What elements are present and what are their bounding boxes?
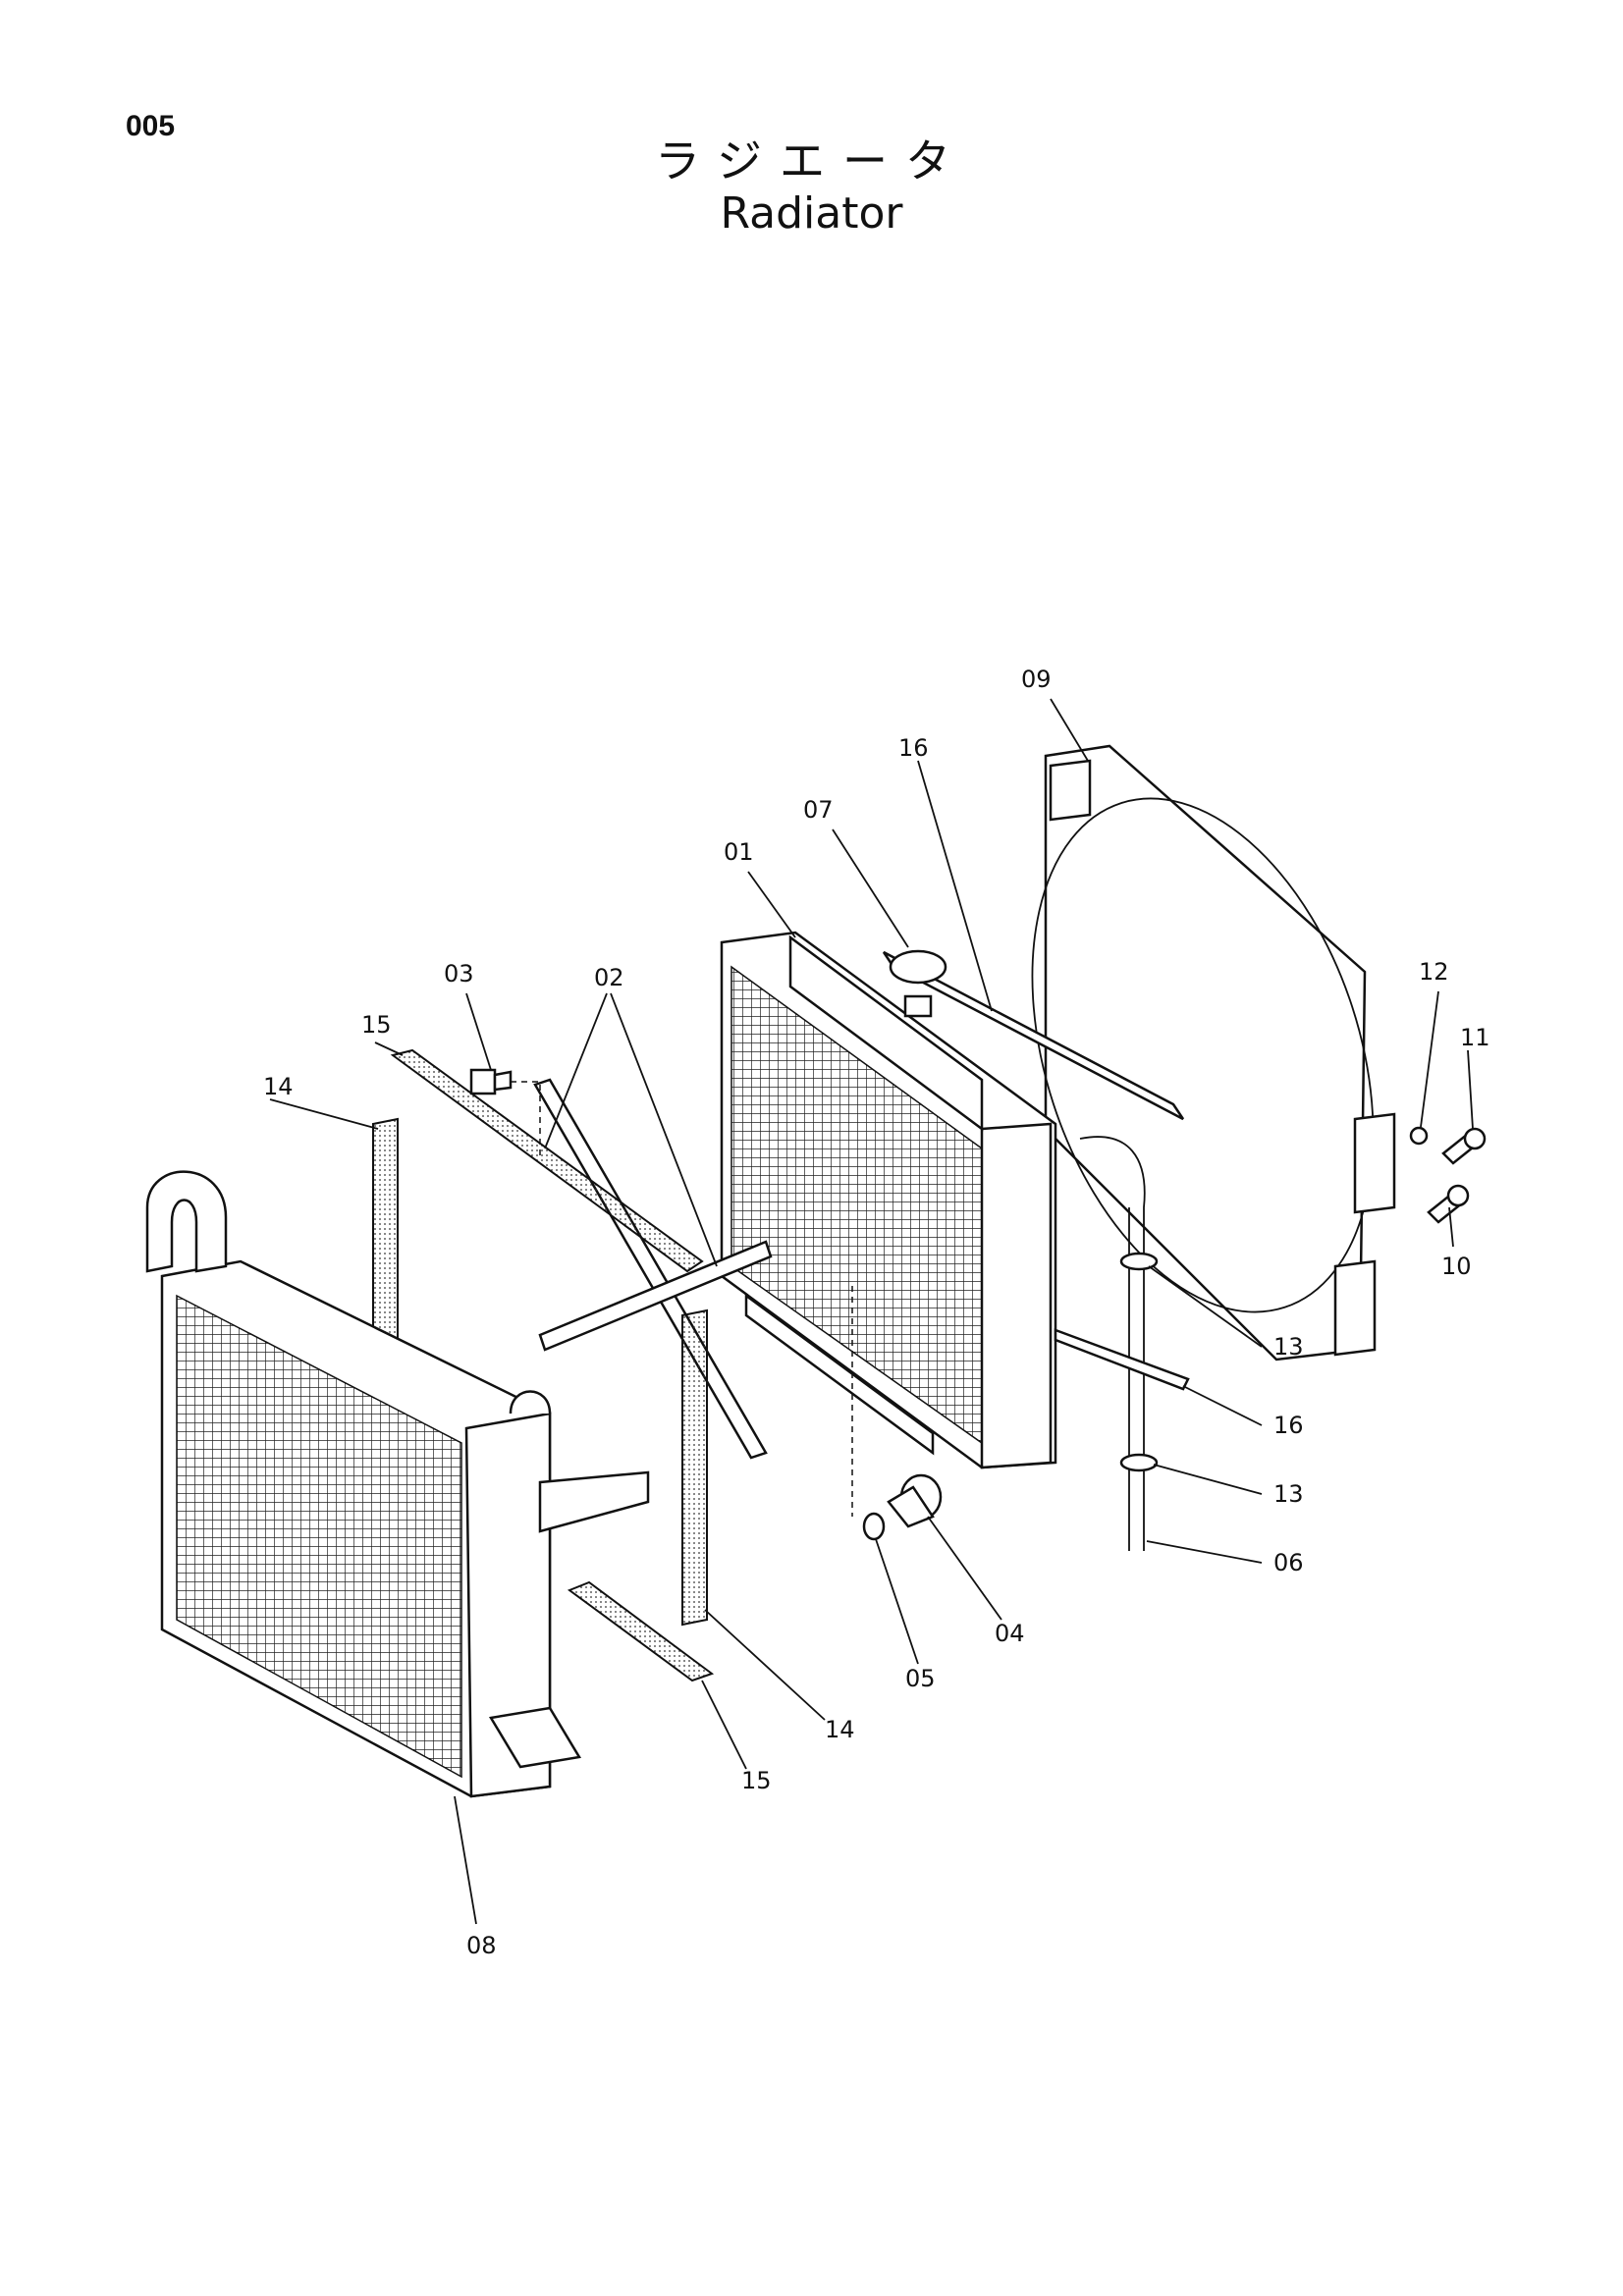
callout-06: 06 xyxy=(1273,1549,1304,1576)
callout-13: 13 xyxy=(1273,1480,1304,1508)
page-title-english: Radiator xyxy=(720,188,903,239)
callout-07: 07 xyxy=(803,796,834,824)
callout-labels: 09 16 07 01 03 02 15 14 12 11 10 13 16 1… xyxy=(263,666,1490,1959)
callout-05: 05 xyxy=(905,1665,936,1692)
callout-10: 10 xyxy=(1441,1253,1472,1280)
callout-16: 16 xyxy=(898,734,929,762)
overflow-hose xyxy=(1079,1136,1159,1551)
radiator-cap xyxy=(889,949,947,1018)
callout-15: 15 xyxy=(361,1011,392,1039)
page-title-japanese: ラジエータ xyxy=(654,134,969,187)
oil-cooler xyxy=(145,1170,650,1798)
callout-13: 13 xyxy=(1273,1333,1304,1361)
drain-plug xyxy=(887,1473,943,1528)
seal-strip-lower xyxy=(567,1580,715,1682)
callout-14: 14 xyxy=(825,1716,855,1743)
seal-strip-left xyxy=(372,1117,399,1352)
leader-lines xyxy=(269,698,1474,1925)
callout-15: 15 xyxy=(741,1767,772,1794)
callout-04: 04 xyxy=(995,1620,1025,1647)
callout-11: 11 xyxy=(1460,1024,1490,1051)
callout-09: 09 xyxy=(1021,666,1052,693)
callout-01: 01 xyxy=(724,838,754,866)
bolt-upper xyxy=(1441,1127,1487,1165)
stays xyxy=(533,1078,773,1460)
callout-03: 03 xyxy=(444,960,474,988)
washer xyxy=(1409,1126,1429,1146)
seal-strip-upper xyxy=(390,1048,704,1273)
radiator-core xyxy=(720,931,1057,1469)
bolt xyxy=(469,1068,513,1095)
page-number: 005 xyxy=(126,110,176,142)
callout-08: 08 xyxy=(466,1932,497,1959)
stay-lower xyxy=(1054,1328,1190,1391)
callout-16: 16 xyxy=(1273,1412,1304,1439)
stay-upper xyxy=(882,950,1185,1121)
callout-02: 02 xyxy=(594,964,624,991)
seal-strip-right xyxy=(681,1308,708,1627)
o-ring xyxy=(862,1512,886,1541)
callout-12: 12 xyxy=(1419,958,1449,986)
callout-14: 14 xyxy=(263,1073,294,1100)
bolt-lower xyxy=(1427,1184,1470,1224)
